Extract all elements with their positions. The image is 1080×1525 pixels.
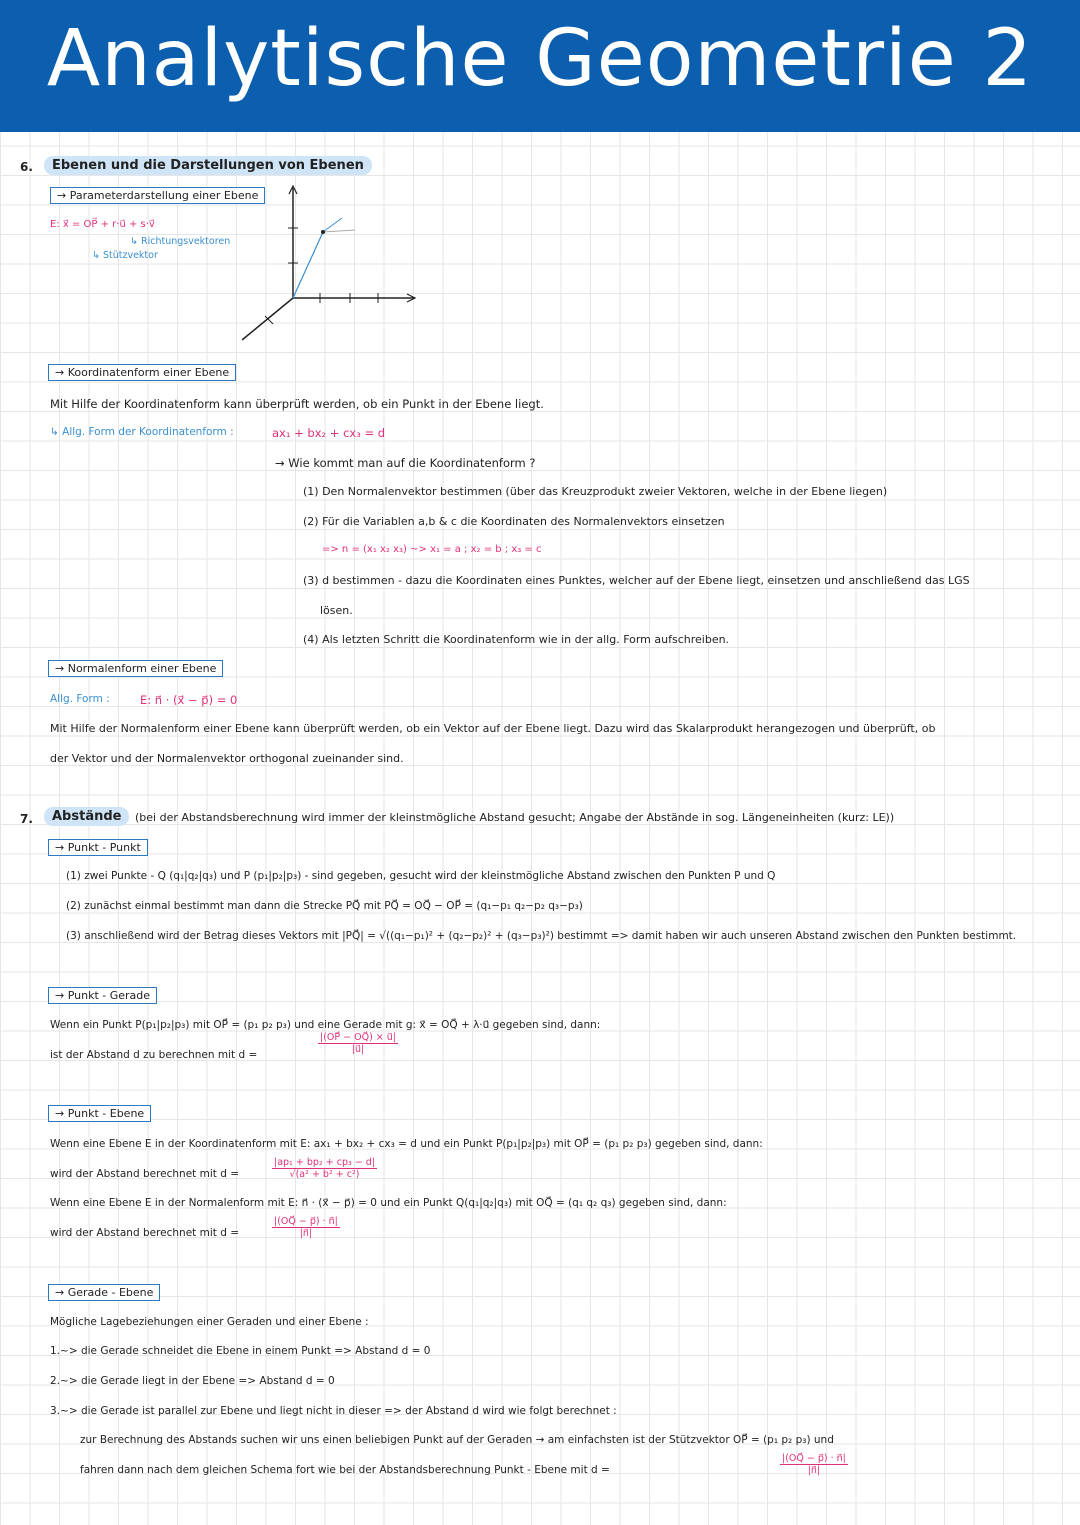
ge-line5: zur Berechnung des Abstands suchen wir u… <box>80 1434 834 1446</box>
pe-fraction1-numerator: |ap₁ + bp₂ + cp₃ − d| <box>272 1157 378 1169</box>
section-title-6: Ebenen und die Darstellungen von Ebenen <box>44 156 372 175</box>
pp-line3: (3) anschließend wird der Betrag dieses … <box>66 930 1017 942</box>
coord-step3: (3) d bestimmen - dazu die Koordinaten e… <box>303 574 970 587</box>
ge-line2: 1.~> die Gerade schneidet die Ebene in e… <box>50 1345 431 1357</box>
coord-intro: Mit Hilfe der Koordinatenform kann überp… <box>50 397 544 411</box>
pg-distance-fraction: |(OP⃗ − OQ⃗) × u⃗| |u⃗| <box>318 1032 398 1055</box>
coord-step4: (4) Als letzten Schritt die Koordinatenf… <box>303 633 730 646</box>
pe-line1: Wenn eine Ebene E in der Koordinatenform… <box>50 1138 763 1150</box>
coord-step2: (2) Für die Variablen a,b & c die Koordi… <box>303 515 725 528</box>
section-number-7: 7. <box>20 812 33 826</box>
normal-general-label: Allg. Form : <box>50 693 110 705</box>
pe-fraction2-denominator: |n⃗| <box>299 1228 313 1239</box>
pg-line1: Wenn ein Punkt P(p₁|p₂|p₃) mit OP⃗ = (p₁… <box>50 1019 601 1031</box>
pp-line2: (2) zunächst einmal bestimmt man dann di… <box>66 900 583 912</box>
param-note-richtung: ↳ Richtungsvektoren <box>130 236 231 247</box>
pg-line2: ist der Abstand d zu berechnen mit d = <box>50 1049 258 1061</box>
param-label: → Parameterdarstellung einer Ebene <box>50 187 266 204</box>
ge-distance-fraction: |(OQ⃗ − p⃗) · n⃗| |n⃗| <box>780 1453 848 1476</box>
pe-line4: wird der Abstand berechnet mit d = <box>50 1227 240 1239</box>
pe-fraction2-numerator: |(OQ⃗ − p⃗) · n⃗| <box>272 1216 340 1228</box>
coord-question: → Wie kommt man auf die Koordinatenform … <box>275 456 536 470</box>
normal-text1: Mit Hilfe der Normalenform einer Ebene k… <box>50 722 936 735</box>
ge-fraction-numerator: |(OQ⃗ − p⃗) · n⃗| <box>780 1453 848 1465</box>
ge-line6: fahren dann nach dem gleichen Schema for… <box>80 1464 610 1476</box>
param-note-stuetz: ↳ Stützvektor <box>92 250 158 261</box>
ge-line4: 3.~> die Gerade ist parallel zur Ebene u… <box>50 1405 617 1417</box>
page-title: Analytische Geometrie 2 <box>46 14 1034 104</box>
coord-label: → Koordinatenform einer Ebene <box>48 364 237 381</box>
ge-line1: Mögliche Lagebeziehungen einer Geraden u… <box>50 1316 369 1328</box>
coord-step1: (1) Den Normalenvektor bestimmen (über d… <box>303 485 888 498</box>
ge-line3: 2.~> die Gerade liegt in der Ebene => Ab… <box>50 1375 335 1387</box>
coord-general-label: ↳ Allg. Form der Koordinatenform : <box>50 426 234 438</box>
section-title-7: Abstände <box>44 807 130 826</box>
coord-step2b: => n = (x₁ x₂ x₃) ~> x₁ = a ; x₂ = b ; x… <box>322 544 542 555</box>
section-number-6: 6. <box>20 160 33 174</box>
coord-step3b: lösen. <box>320 604 353 617</box>
ge-fraction-denominator: |n⃗| <box>807 1465 821 1476</box>
pe-label: → Punkt - Ebene <box>48 1105 152 1122</box>
pg-label: → Punkt - Gerade <box>48 987 158 1004</box>
pe-fraction1-denominator: √(a² + b² + c²) <box>289 1169 360 1180</box>
section-7-note: (bei der Abstandsberechnung wird immer d… <box>135 811 895 824</box>
coord-general-formula: ax₁ + bx₂ + cx₃ = d <box>272 426 386 440</box>
pp-label: → Punkt - Punkt <box>48 839 148 856</box>
param-formula: E: x⃗ = OP⃗ + r·u⃗ + s·v⃗ <box>50 219 155 230</box>
pg-fraction-numerator: |(OP⃗ − OQ⃗) × u⃗| <box>318 1032 398 1044</box>
normal-label: → Normalenform einer Ebene <box>48 660 224 677</box>
normal-general-formula: E: n⃗ · (x⃗ − p⃗) = 0 <box>140 693 238 707</box>
pe-distance-fraction-1: |ap₁ + bp₂ + cp₃ − d| √(a² + b² + c²) <box>272 1157 378 1180</box>
normal-text2: der Vektor und der Normalenvektor orthog… <box>50 752 404 765</box>
pe-line3: Wenn eine Ebene E in der Normalenform mi… <box>50 1197 727 1209</box>
header-banner: Analytische Geometrie 2 <box>0 0 1080 132</box>
pe-line2: wird der Abstand berechnet mit d = <box>50 1168 240 1180</box>
coordinate-system-sketch <box>241 184 417 341</box>
pe-distance-fraction-2: |(OQ⃗ − p⃗) · n⃗| |n⃗| <box>272 1216 340 1239</box>
ge-label: → Gerade - Ebene <box>48 1284 161 1301</box>
pp-line1: (1) zwei Punkte - Q (q₁|q₂|q₃) und P (p₁… <box>66 870 776 882</box>
pg-fraction-denominator: |u⃗| <box>351 1044 365 1055</box>
